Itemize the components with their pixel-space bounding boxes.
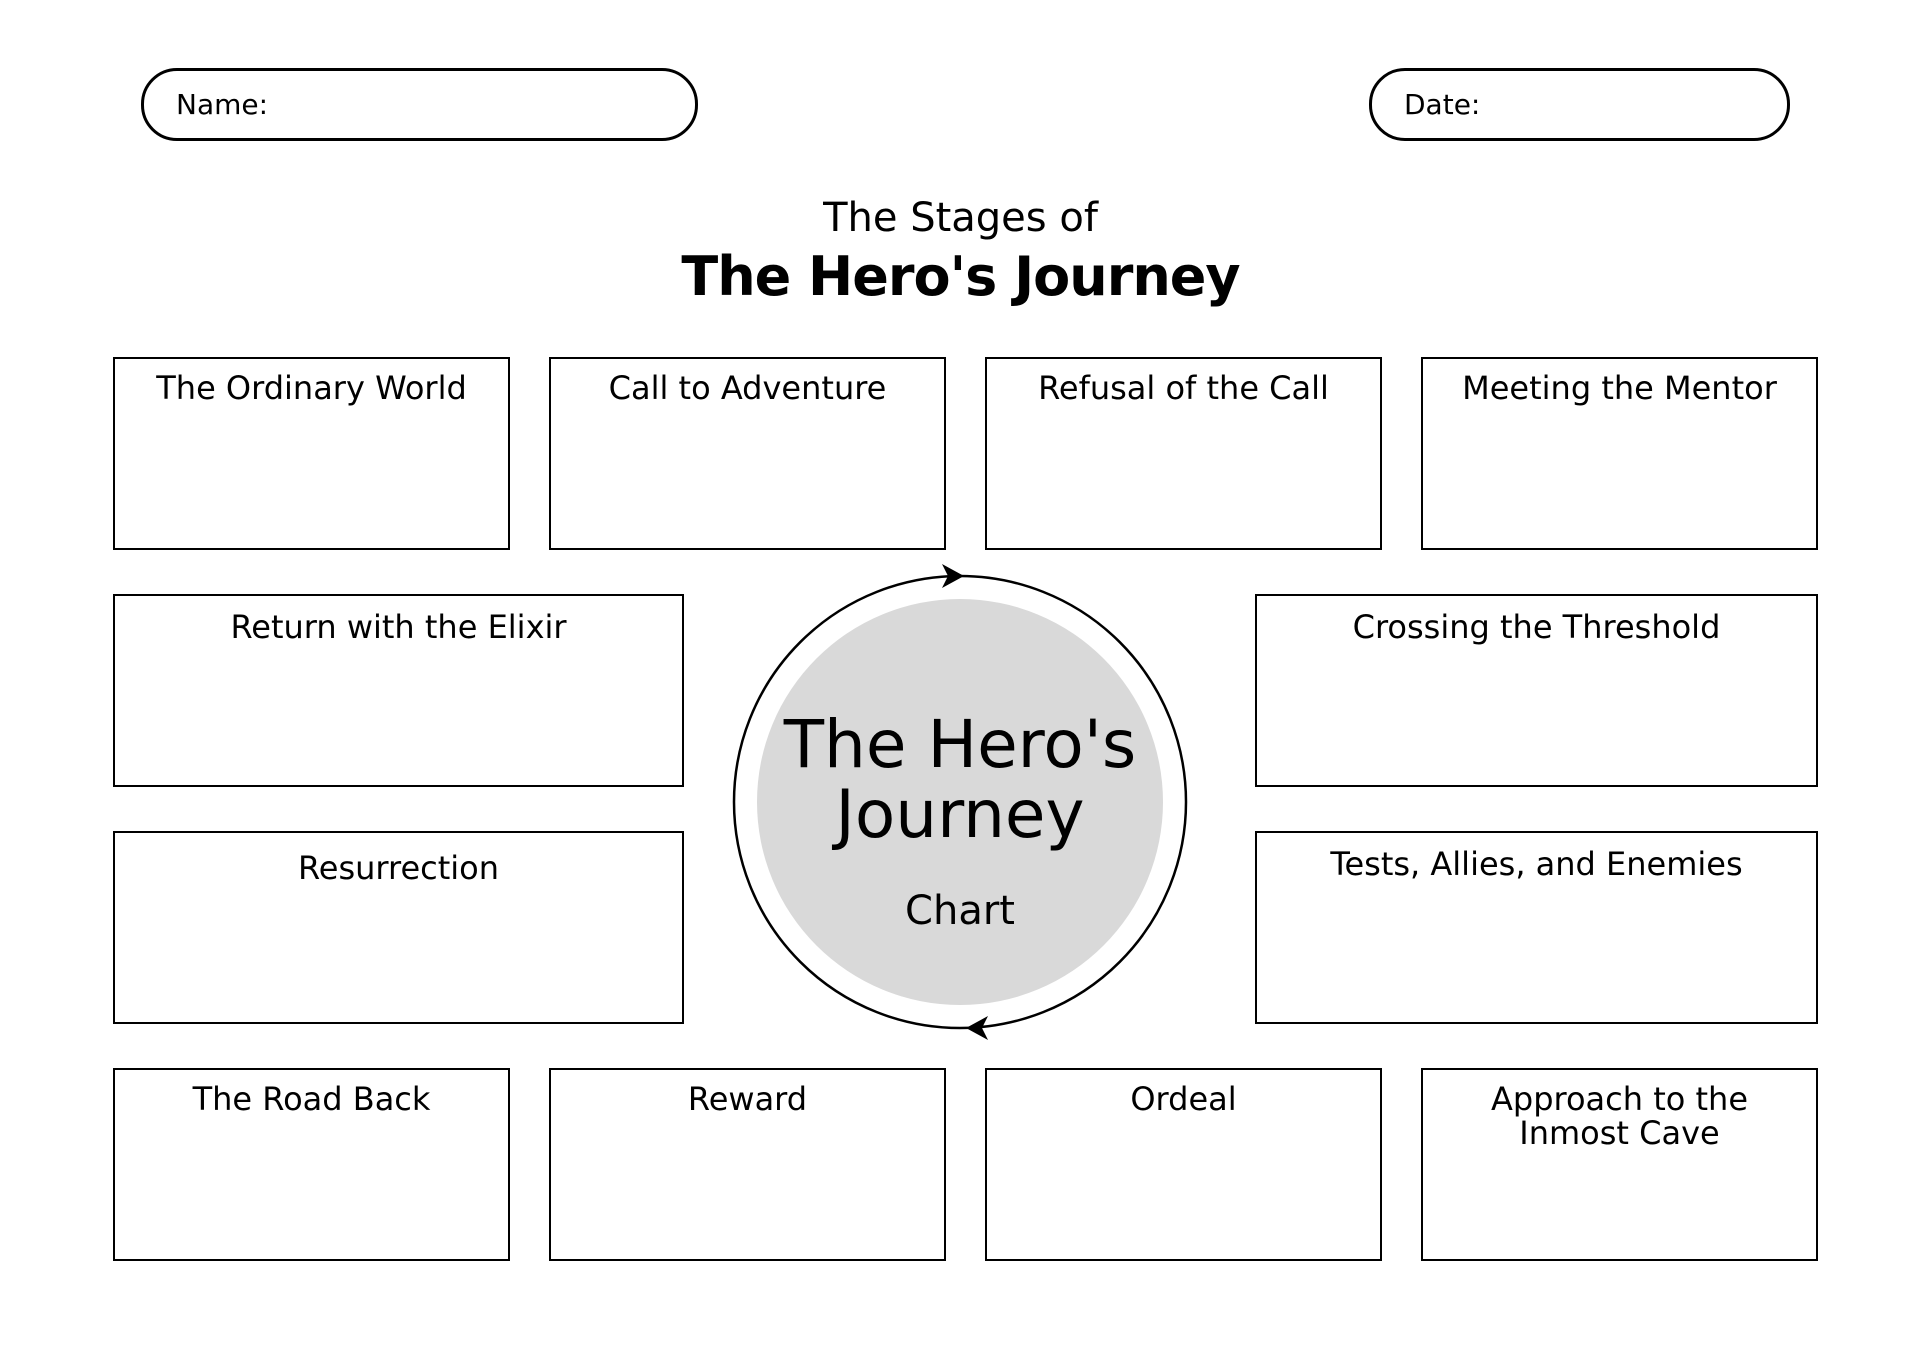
name-field[interactable]: Name: bbox=[141, 68, 698, 141]
stage-label-ordeal: Ordeal bbox=[1130, 1080, 1237, 1118]
arrow-right-icon bbox=[942, 564, 964, 588]
stage-box-return-with-elixir[interactable]: Return with the Elixir bbox=[113, 594, 684, 787]
stage-label-reward: Reward bbox=[687, 1080, 808, 1118]
page-subtitle: The Stages of bbox=[823, 195, 1098, 241]
stage-box-meeting-mentor[interactable]: Meeting the Mentor bbox=[1421, 357, 1818, 550]
stage-label-refusal-of-call: Refusal of the Call bbox=[1038, 369, 1329, 407]
stage-label-road-back: The Road Back bbox=[192, 1080, 431, 1118]
page-title: The Hero's Journey bbox=[681, 245, 1240, 308]
arrow-left-icon bbox=[966, 1016, 988, 1040]
stage-label-call-to-adventure: Call to Adventure bbox=[608, 369, 887, 407]
stage-label-meeting-mentor: Meeting the Mentor bbox=[1462, 369, 1777, 407]
date-field[interactable]: Date: bbox=[1369, 68, 1790, 141]
stage-box-inmost-cave[interactable]: Approach to the Inmost Cave bbox=[1421, 1068, 1818, 1261]
stage-box-refusal-of-call[interactable]: Refusal of the Call bbox=[985, 357, 1382, 550]
stage-box-tests-allies-enemies[interactable]: Tests, Allies, and Enemies bbox=[1255, 831, 1818, 1024]
stage-box-ordinary-world[interactable]: The Ordinary World bbox=[113, 357, 510, 550]
center-title: The Hero's Journey bbox=[783, 706, 1137, 853]
stage-box-resurrection[interactable]: Resurrection bbox=[113, 831, 684, 1024]
center-circle bbox=[757, 599, 1163, 1005]
stage-label-tests-allies-enemies: Tests, Allies, and Enemies bbox=[1330, 845, 1743, 883]
stage-label-resurrection: Resurrection bbox=[297, 849, 500, 887]
stage-box-road-back[interactable]: The Road Back bbox=[113, 1068, 510, 1261]
date-label: Date: bbox=[1404, 88, 1481, 121]
stage-box-call-to-adventure[interactable]: Call to Adventure bbox=[549, 357, 946, 550]
stage-label-inmost-cave: Approach to the Inmost Cave bbox=[1490, 1080, 1748, 1152]
cycle-diagram bbox=[732, 564, 1188, 1040]
name-label: Name: bbox=[176, 88, 269, 121]
stage-box-reward[interactable]: Reward bbox=[549, 1068, 946, 1261]
stage-box-ordeal[interactable]: Ordeal bbox=[985, 1068, 1382, 1261]
stage-box-crossing-threshold[interactable]: Crossing the Threshold bbox=[1255, 594, 1818, 787]
stage-label-crossing-threshold: Crossing the Threshold bbox=[1352, 608, 1721, 646]
stage-label-ordinary-world: The Ordinary World bbox=[156, 369, 467, 407]
stage-label-return-with-elixir: Return with the Elixir bbox=[230, 608, 567, 646]
center-subtitle: Chart bbox=[905, 888, 1015, 934]
